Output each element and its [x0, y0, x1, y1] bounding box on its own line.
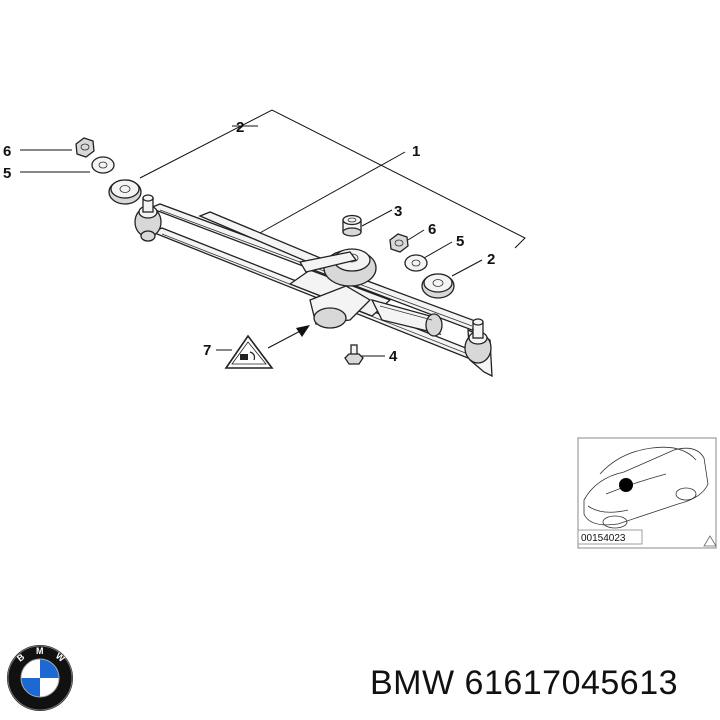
inset-code: 00154023 [581, 533, 626, 544]
part-5-washer-right [404, 254, 428, 272]
bmw-logo: B M W [7, 645, 73, 711]
svg-text:M: M [36, 646, 44, 656]
part-2-grommet-left [108, 179, 142, 205]
callout-3: 3 [394, 203, 402, 220]
part-2-grommet-right [421, 273, 455, 299]
callout-2-right: 2 [487, 251, 495, 268]
callout-4: 4 [389, 348, 398, 365]
location-marker [619, 478, 633, 492]
car-outline [583, 446, 709, 529]
part-1-wiper-linkage [134, 194, 493, 378]
part-3-bushing [342, 214, 362, 237]
callout-5-left: 5 [3, 165, 11, 182]
callout-1: 1 [412, 143, 420, 160]
part-7-warning-sticker [224, 334, 274, 369]
part-number-caption: BMW 61617045613 [370, 664, 679, 702]
part-6-nut-left [75, 137, 95, 158]
callout-2-top: 2 [236, 119, 244, 136]
callout-7: 7 [203, 342, 211, 359]
callout-6-left: 6 [3, 143, 11, 160]
callout-5-right: 5 [456, 233, 464, 250]
callout-6-right: 6 [428, 221, 436, 238]
left-pivot [134, 194, 162, 242]
right-pivot [464, 318, 493, 378]
svg-text:B: B [15, 651, 27, 663]
arrow-icon [267, 325, 310, 349]
vehicle-location-inset: 00154023 [577, 437, 717, 549]
part-4-bolt [344, 344, 364, 365]
callout-labels: 2 1 6 5 3 6 5 2 4 7 [3, 119, 495, 365]
leader-lines [20, 109, 526, 357]
part-5-washer-left [91, 156, 115, 174]
part-6-nut-right [389, 233, 409, 253]
